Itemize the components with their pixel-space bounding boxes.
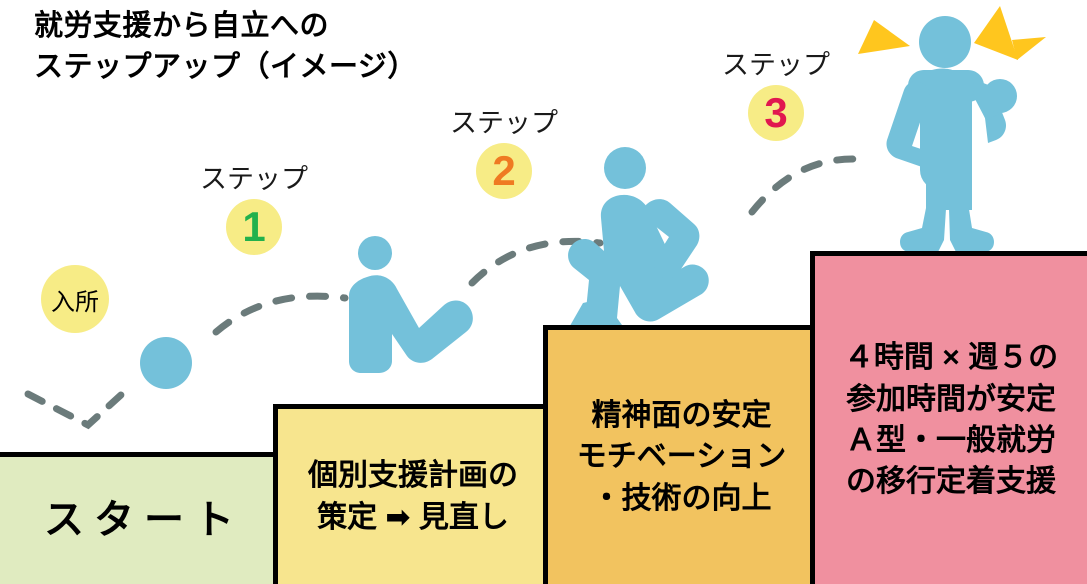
step-label-1-word: ステップ [200, 164, 308, 194]
step-label-2-word: ステップ [450, 108, 558, 138]
start-dot-icon [140, 337, 192, 389]
stair-step-2-line-1: モチベーション [576, 440, 787, 474]
step-label-1: ステップ 1 [200, 166, 308, 255]
dashed-dip-path [24, 390, 126, 430]
step-badge-1: 1 [226, 199, 282, 255]
page-title: 就労支援から自立への ステップアップ（イメージ） [34, 10, 417, 84]
stair-step-2-line-0: 精神面の安定 [591, 398, 772, 432]
stair-step-2-line-2: ・技術の向上 [591, 481, 772, 515]
crawling-person-icon [349, 236, 473, 373]
stair-step-3: ４時間 × 週５の 参加時間が安定 Ａ型・一般就労 の移行定着支援 [810, 251, 1087, 584]
stair-step-start: スタート [0, 452, 278, 584]
step-badge-3-number: 3 [764, 89, 788, 136]
stair-step-1-line-0: 個別支援計画の [308, 459, 518, 493]
celebration-burst-icon [858, 6, 1046, 60]
step-label-2: ステップ 2 [450, 110, 558, 199]
step-label-3-word: ステップ [722, 50, 830, 80]
stair-step-3-line-1: 参加時間が安定 [846, 382, 1056, 416]
step-label-3: ステップ 3 [722, 52, 830, 141]
dashed-arc-1 [212, 292, 349, 336]
entry-badge: 入所 [41, 265, 109, 333]
stair-step-3-line-2: Ａ型・一般就労 [846, 424, 1056, 457]
stair-step-start-line-0: スタート [44, 497, 244, 542]
celebrating-person-icon [886, 16, 1017, 252]
step-badge-2: 2 [476, 143, 532, 199]
stair-step-1: 個別支援計画の 策定 ➡ 見直し [273, 404, 548, 584]
step-badge-1-number: 1 [242, 203, 266, 250]
stair-step-3-line-3: の移行定着支援 [846, 465, 1056, 499]
entry-badge-label: 入所 [51, 288, 99, 316]
dashed-arc-2 [468, 237, 604, 287]
stair-step-3-line-0: ４時間 × 週５の [843, 341, 1059, 375]
stair-step-1-line-1: 策定 ➡ 見直し [317, 500, 509, 534]
step-badge-2-number: 2 [492, 147, 516, 194]
step-badge-3: 3 [748, 85, 804, 141]
stair-step-2: 精神面の安定 モチベーション ・技術の向上 [543, 325, 815, 584]
dashed-arc-3 [748, 155, 872, 216]
